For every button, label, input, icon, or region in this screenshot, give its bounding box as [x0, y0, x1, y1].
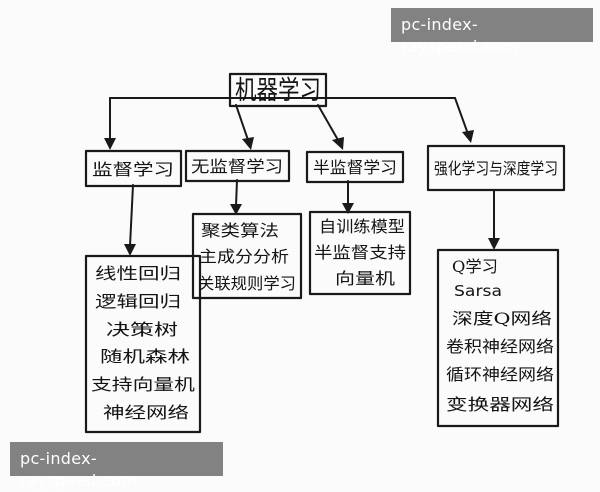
item-text: 自训练模型 [319, 217, 405, 236]
category-label: 监督学习 [92, 160, 174, 179]
item-text: 半监督支持 [314, 243, 406, 262]
item-text: 卷积神经网络 [446, 337, 554, 356]
category-box [426, 144, 566, 192]
category-label: 强化学习与深度学习 [434, 159, 558, 178]
category-label: 半监督学习 [313, 158, 397, 177]
items-box [308, 210, 412, 296]
connector-unsupervised-items [235, 179, 238, 207]
arrow-head [332, 137, 344, 150]
arrow-head [242, 137, 254, 150]
item-text: 关联规则学习 [198, 274, 296, 293]
arrow-head [462, 130, 474, 143]
item-text: 向量机 [335, 269, 395, 288]
item-text: 神经网络 [103, 403, 189, 422]
arrow-head [230, 204, 242, 215]
arrow-head [104, 138, 116, 150]
items-box [436, 248, 560, 428]
connector-semi-supervised [317, 104, 339, 141]
item-text: 深度Q网络 [452, 309, 552, 328]
arrow-heads [104, 130, 500, 256]
item-text: 循环神经网络 [446, 365, 554, 384]
root-label: 机器学习 [235, 76, 321, 106]
items-box [84, 254, 202, 434]
item-text: 聚类算法 [201, 221, 279, 240]
category-label: 无监督学习 [191, 157, 283, 176]
category-unsupervised: 无监督学习 [184, 149, 291, 183]
category-box [184, 149, 291, 183]
item-text: Q学习 [452, 257, 498, 276]
category-box [84, 149, 183, 188]
item-text: 逻辑回归 [95, 292, 181, 311]
item-text: 变换器网络 [446, 395, 554, 414]
category-supervised: 监督学习 [84, 149, 183, 188]
items-box [191, 212, 303, 300]
category-semi-supervised: 半监督学习 [305, 150, 405, 184]
item-text: 随机森林 [100, 347, 190, 366]
items-supervised: 线性回归 逻辑回归 决策树 随机森林 支持向量机 神经网络 [84, 254, 202, 434]
items-semi-supervised: 自训练模型 半监督支持 向量机 [308, 210, 412, 296]
arrow-head [488, 238, 500, 250]
item-text: 线性回归 [95, 264, 181, 283]
item-text: Sarsa [454, 282, 502, 300]
root-node: 机器学习 [228, 72, 328, 108]
mind-map-diagram: 机器学习 监督学习 无监督学习 半监督学习 强化学习与深度学习 线性回归 逻辑回… [84, 72, 566, 434]
item-text: 主成分分析 [199, 247, 289, 266]
connector-supervised-items [129, 184, 134, 247]
category-box [305, 150, 405, 184]
items-reinforcement: Q学习 Sarsa 深度Q网络 卷积神经网络 循环神经网络 变换器网络 [436, 248, 560, 428]
items-unsupervised: 聚类算法 主成分分析 关联规则学习 [191, 212, 303, 300]
item-text: 支持向量机 [91, 375, 195, 394]
root-box [228, 72, 328, 108]
item-text: 决策树 [106, 320, 178, 339]
connector-reinforcement [454, 97, 469, 135]
arrow-head [342, 203, 354, 214]
connector-unsupervised [235, 104, 249, 141]
connector-lines [109, 97, 495, 247]
watermark-top: pc-index-rayspeed.com [391, 8, 593, 56]
category-reinforcement: 强化学习与深度学习 [426, 144, 566, 192]
watermark-bottom: pc-index-rayspeed.com [10, 442, 223, 490]
arrow-head [124, 244, 136, 256]
